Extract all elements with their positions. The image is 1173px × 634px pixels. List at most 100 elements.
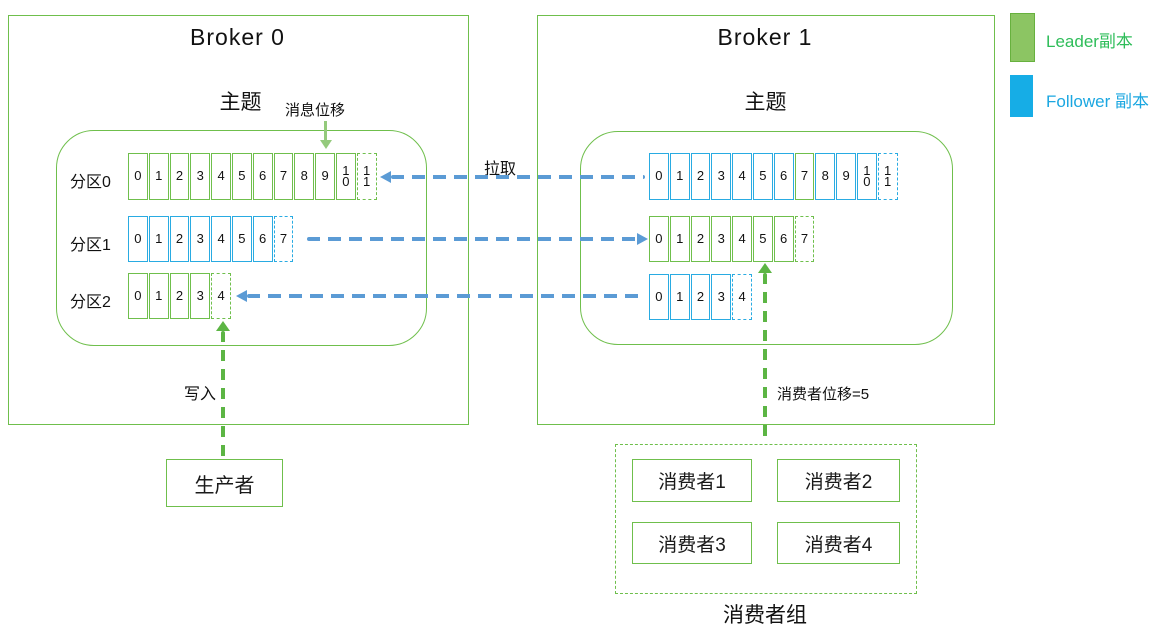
offset-value: 0 bbox=[134, 230, 142, 246]
offset-value: 10 bbox=[863, 163, 871, 189]
offset-cell-5: 5 bbox=[752, 153, 773, 200]
legend-follower-swatch bbox=[1010, 75, 1033, 117]
offset-cell-0: 0 bbox=[128, 273, 148, 319]
offset-value: 6 bbox=[259, 168, 267, 184]
offset-value: 6 bbox=[259, 230, 267, 246]
offset-value: 6 bbox=[780, 230, 788, 246]
consumer-member-2-label: 消费者2 bbox=[804, 472, 873, 493]
offset-value: 5 bbox=[759, 168, 767, 184]
offset-value: 10 bbox=[342, 163, 350, 189]
offset-cell-3: 3 bbox=[711, 153, 732, 200]
write-arrowhead bbox=[216, 321, 230, 331]
message-offset-arrowhead bbox=[319, 140, 332, 149]
offset-value: 5 bbox=[238, 168, 246, 184]
offset-cell-5: 5 bbox=[752, 216, 773, 262]
consumer-offset-arrow-line bbox=[763, 273, 767, 444]
offset-value: 3 bbox=[717, 288, 725, 304]
write-arrow-line bbox=[221, 331, 225, 459]
offset-cell-5: 5 bbox=[231, 216, 252, 262]
offset-value: 6 bbox=[780, 168, 788, 184]
offset-value: 2 bbox=[696, 288, 705, 304]
partition-0-label: 分区0 bbox=[70, 174, 111, 191]
offset-value: 2 bbox=[175, 168, 184, 184]
offset-value: 3 bbox=[717, 168, 725, 184]
offset-cell-4: 4 bbox=[732, 153, 752, 200]
offset-cell-4: 4 bbox=[732, 274, 752, 320]
offset-cell-11: 11 bbox=[877, 153, 898, 200]
broker-1-topic-label: 主题 bbox=[744, 91, 787, 114]
offset-cell-4: 4 bbox=[732, 216, 752, 262]
offset-value: 4 bbox=[738, 230, 746, 246]
offset-cell-10: 10 bbox=[335, 153, 356, 200]
offset-cell-2: 2 bbox=[690, 274, 711, 320]
offset-cell-2: 2 bbox=[690, 216, 711, 262]
offset-value: 1 bbox=[676, 168, 684, 184]
offset-cell-3: 3 bbox=[711, 216, 732, 262]
offset-value: 3 bbox=[717, 230, 725, 246]
offset-cell-9: 9 bbox=[836, 153, 856, 200]
offset-value: 4 bbox=[738, 168, 746, 184]
consumer-offset-arrowhead bbox=[758, 263, 772, 273]
consumer-member-4-label: 消费者4 bbox=[804, 534, 873, 556]
offset-value: 7 bbox=[279, 230, 288, 246]
offset-value: 9 bbox=[842, 168, 850, 184]
pull-arrow-partition-2-line bbox=[247, 294, 645, 298]
offset-value: 11 bbox=[884, 163, 892, 189]
offset-value: 2 bbox=[175, 230, 184, 246]
pull-arrow-partition-1-line bbox=[307, 237, 638, 241]
offset-value: 5 bbox=[238, 230, 246, 246]
consumer-offset-label: 消费者位移=5 bbox=[777, 386, 870, 403]
producer-box: 生产者 bbox=[166, 459, 283, 507]
offset-value: 5 bbox=[759, 230, 767, 246]
offset-value: 4 bbox=[217, 168, 225, 184]
offset-cell-2: 2 bbox=[690, 153, 711, 200]
offset-value: 1 bbox=[676, 230, 684, 246]
offset-cell-6: 6 bbox=[773, 153, 794, 200]
offset-value: 0 bbox=[655, 288, 663, 304]
offset-cell-1: 1 bbox=[148, 216, 169, 262]
offset-cell-2: 2 bbox=[169, 273, 190, 319]
offset-value: 1 bbox=[155, 230, 163, 246]
legend-leader-swatch bbox=[1010, 13, 1035, 62]
legend-follower-label: Follower 副本 bbox=[1046, 92, 1149, 111]
offset-cell-6: 6 bbox=[773, 216, 794, 262]
offset-cell-11: 11 bbox=[356, 153, 377, 200]
offset-cell-9: 9 bbox=[315, 153, 335, 200]
offset-cell-3: 3 bbox=[190, 216, 211, 262]
offset-cell-3: 3 bbox=[190, 153, 211, 200]
offset-cell-7: 7 bbox=[794, 153, 815, 200]
offset-value: 4 bbox=[217, 230, 225, 246]
offset-value: 0 bbox=[134, 287, 142, 303]
offset-value: 0 bbox=[655, 168, 663, 184]
pull-arrow-partition-0-line bbox=[391, 175, 645, 179]
offset-cell-10: 10 bbox=[856, 153, 877, 200]
pull-arrow-partition-0-arrowhead bbox=[380, 171, 391, 183]
partition-1-label: 分区1 bbox=[70, 237, 111, 254]
offset-cell-3: 3 bbox=[711, 274, 732, 320]
offset-value: 1 bbox=[155, 287, 163, 303]
offset-value: 11 bbox=[363, 163, 371, 189]
offset-cell-4: 4 bbox=[211, 273, 231, 319]
offset-value: 2 bbox=[175, 287, 184, 303]
partition-2-label: 分区2 bbox=[70, 294, 111, 311]
offset-value: 3 bbox=[196, 168, 204, 184]
offset-value: 9 bbox=[321, 168, 329, 184]
offset-value: 2 bbox=[696, 168, 705, 184]
broker-1-title: Broker 1 bbox=[717, 24, 813, 50]
offset-value: 4 bbox=[217, 287, 225, 303]
offset-value: 7 bbox=[279, 168, 288, 184]
consumer-member-3-label: 消费者3 bbox=[658, 534, 726, 556]
offset-cell-4: 4 bbox=[211, 153, 231, 200]
offset-cell-7: 7 bbox=[273, 153, 294, 200]
pull-arrow-partition-1-arrowhead bbox=[637, 233, 648, 245]
consumer-group-label: 消费者组 bbox=[723, 604, 807, 627]
offset-cell-6: 6 bbox=[252, 153, 273, 200]
offset-cell-5: 5 bbox=[231, 153, 252, 200]
offset-value: 8 bbox=[300, 168, 308, 184]
